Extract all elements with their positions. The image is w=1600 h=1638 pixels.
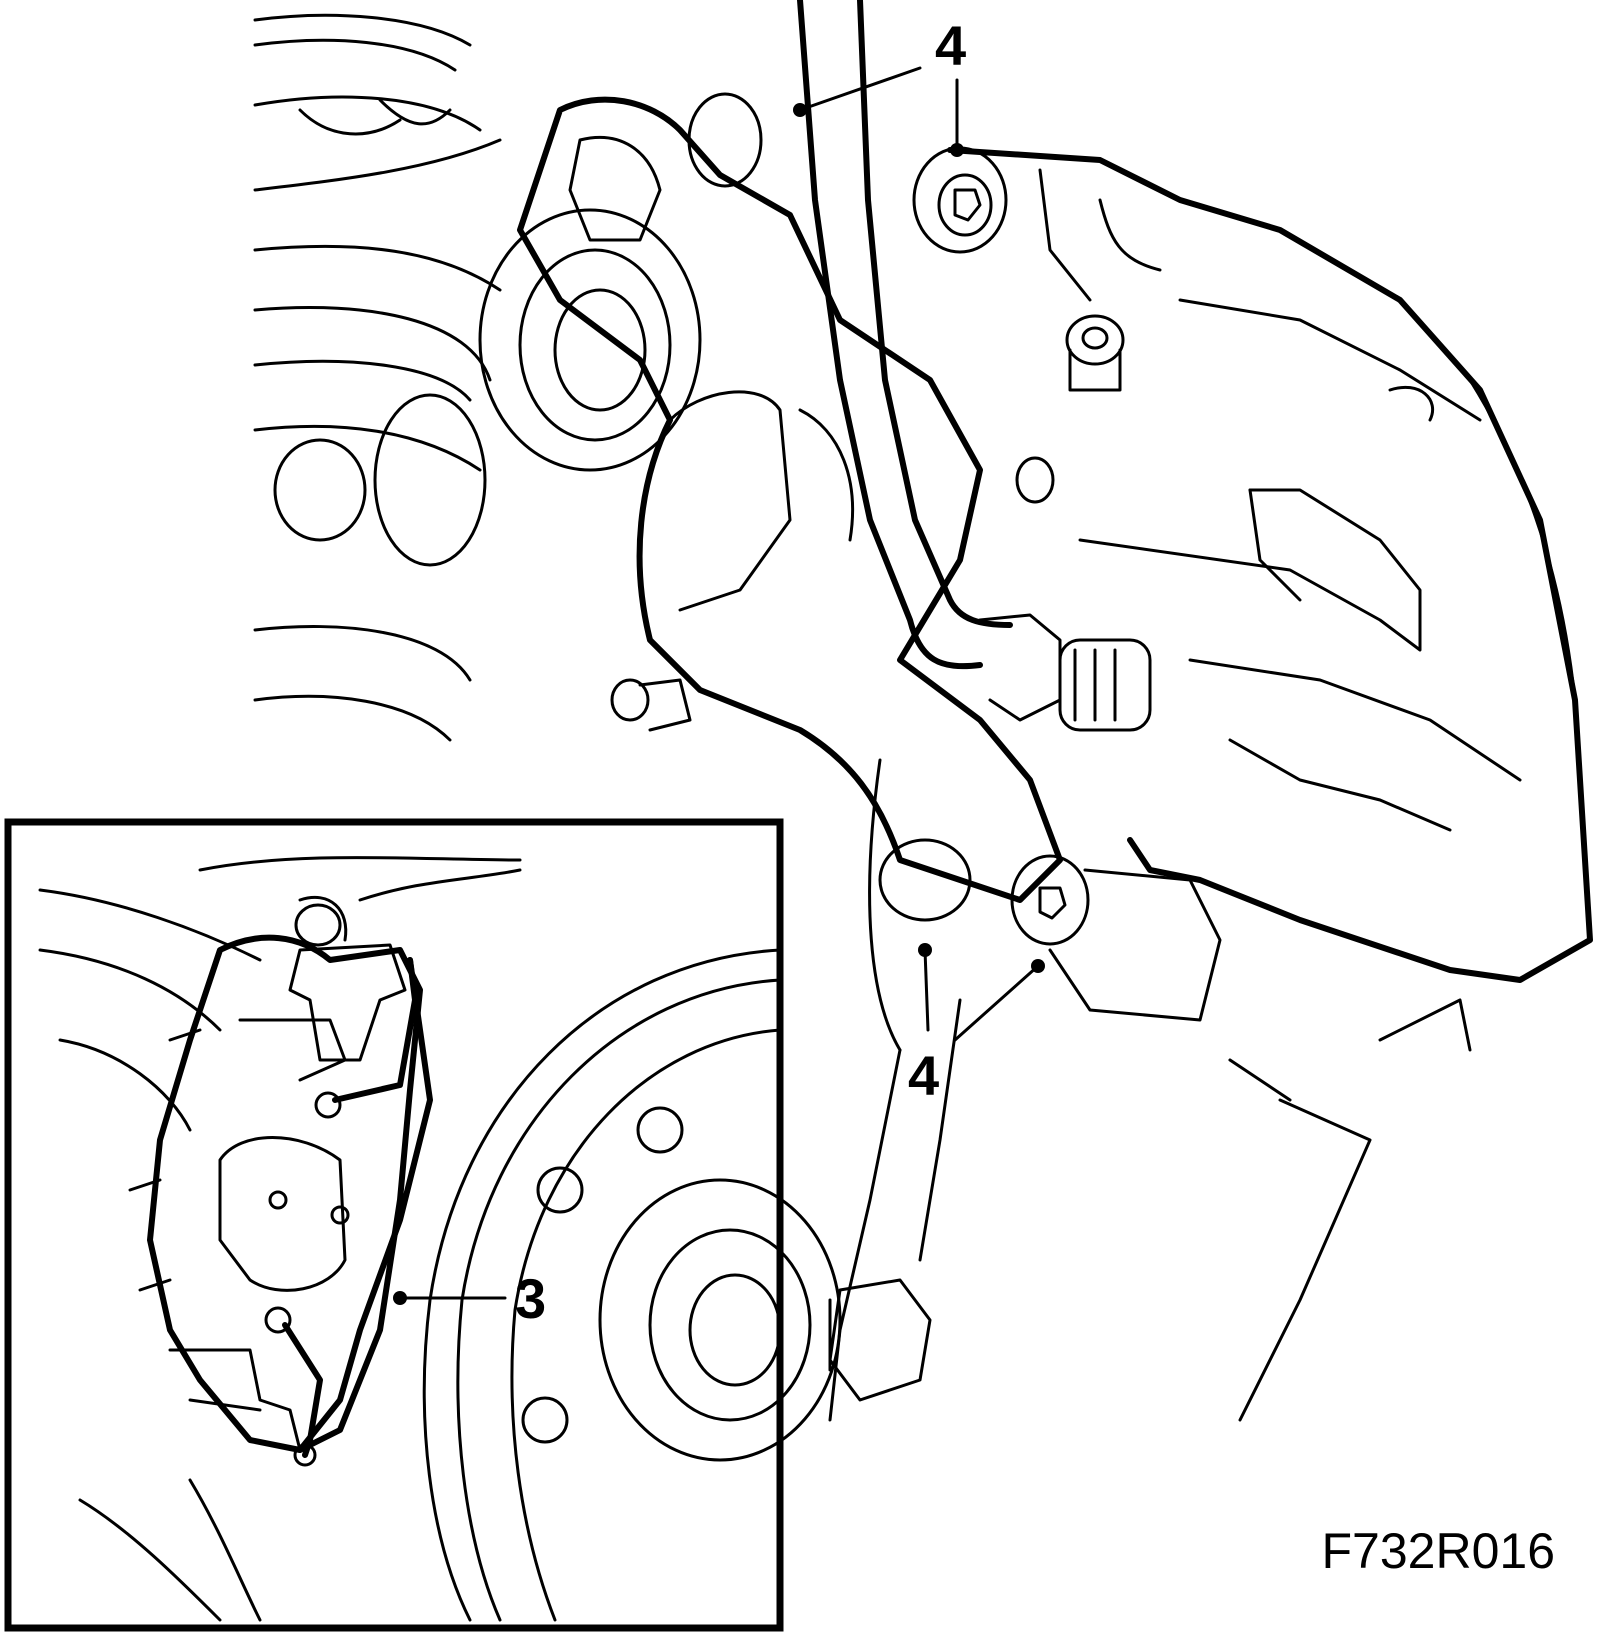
lower-guide-bolt [878,838,1222,1022]
bleed-nipple [1065,314,1125,392]
main-view [253,0,1593,1422]
brake-hose [797,0,983,670]
caliper-bracket [517,96,1063,903]
brake-disc [422,948,842,1622]
figure-code: F732R016 [1322,1523,1556,1579]
inset-caliper [147,934,423,1453]
spring-coils [253,13,502,742]
inset-view [4,818,842,1632]
callout-4-lower: 4 [908,1044,939,1107]
callout-4-upper: 4 [935,14,966,77]
wheel-hub [478,208,702,472]
upper-guide-bolt [912,146,1008,254]
callout-leaders [393,66,1045,1305]
callout-3: 3 [515,1267,546,1330]
guide-pin-plug-upper [687,92,763,188]
